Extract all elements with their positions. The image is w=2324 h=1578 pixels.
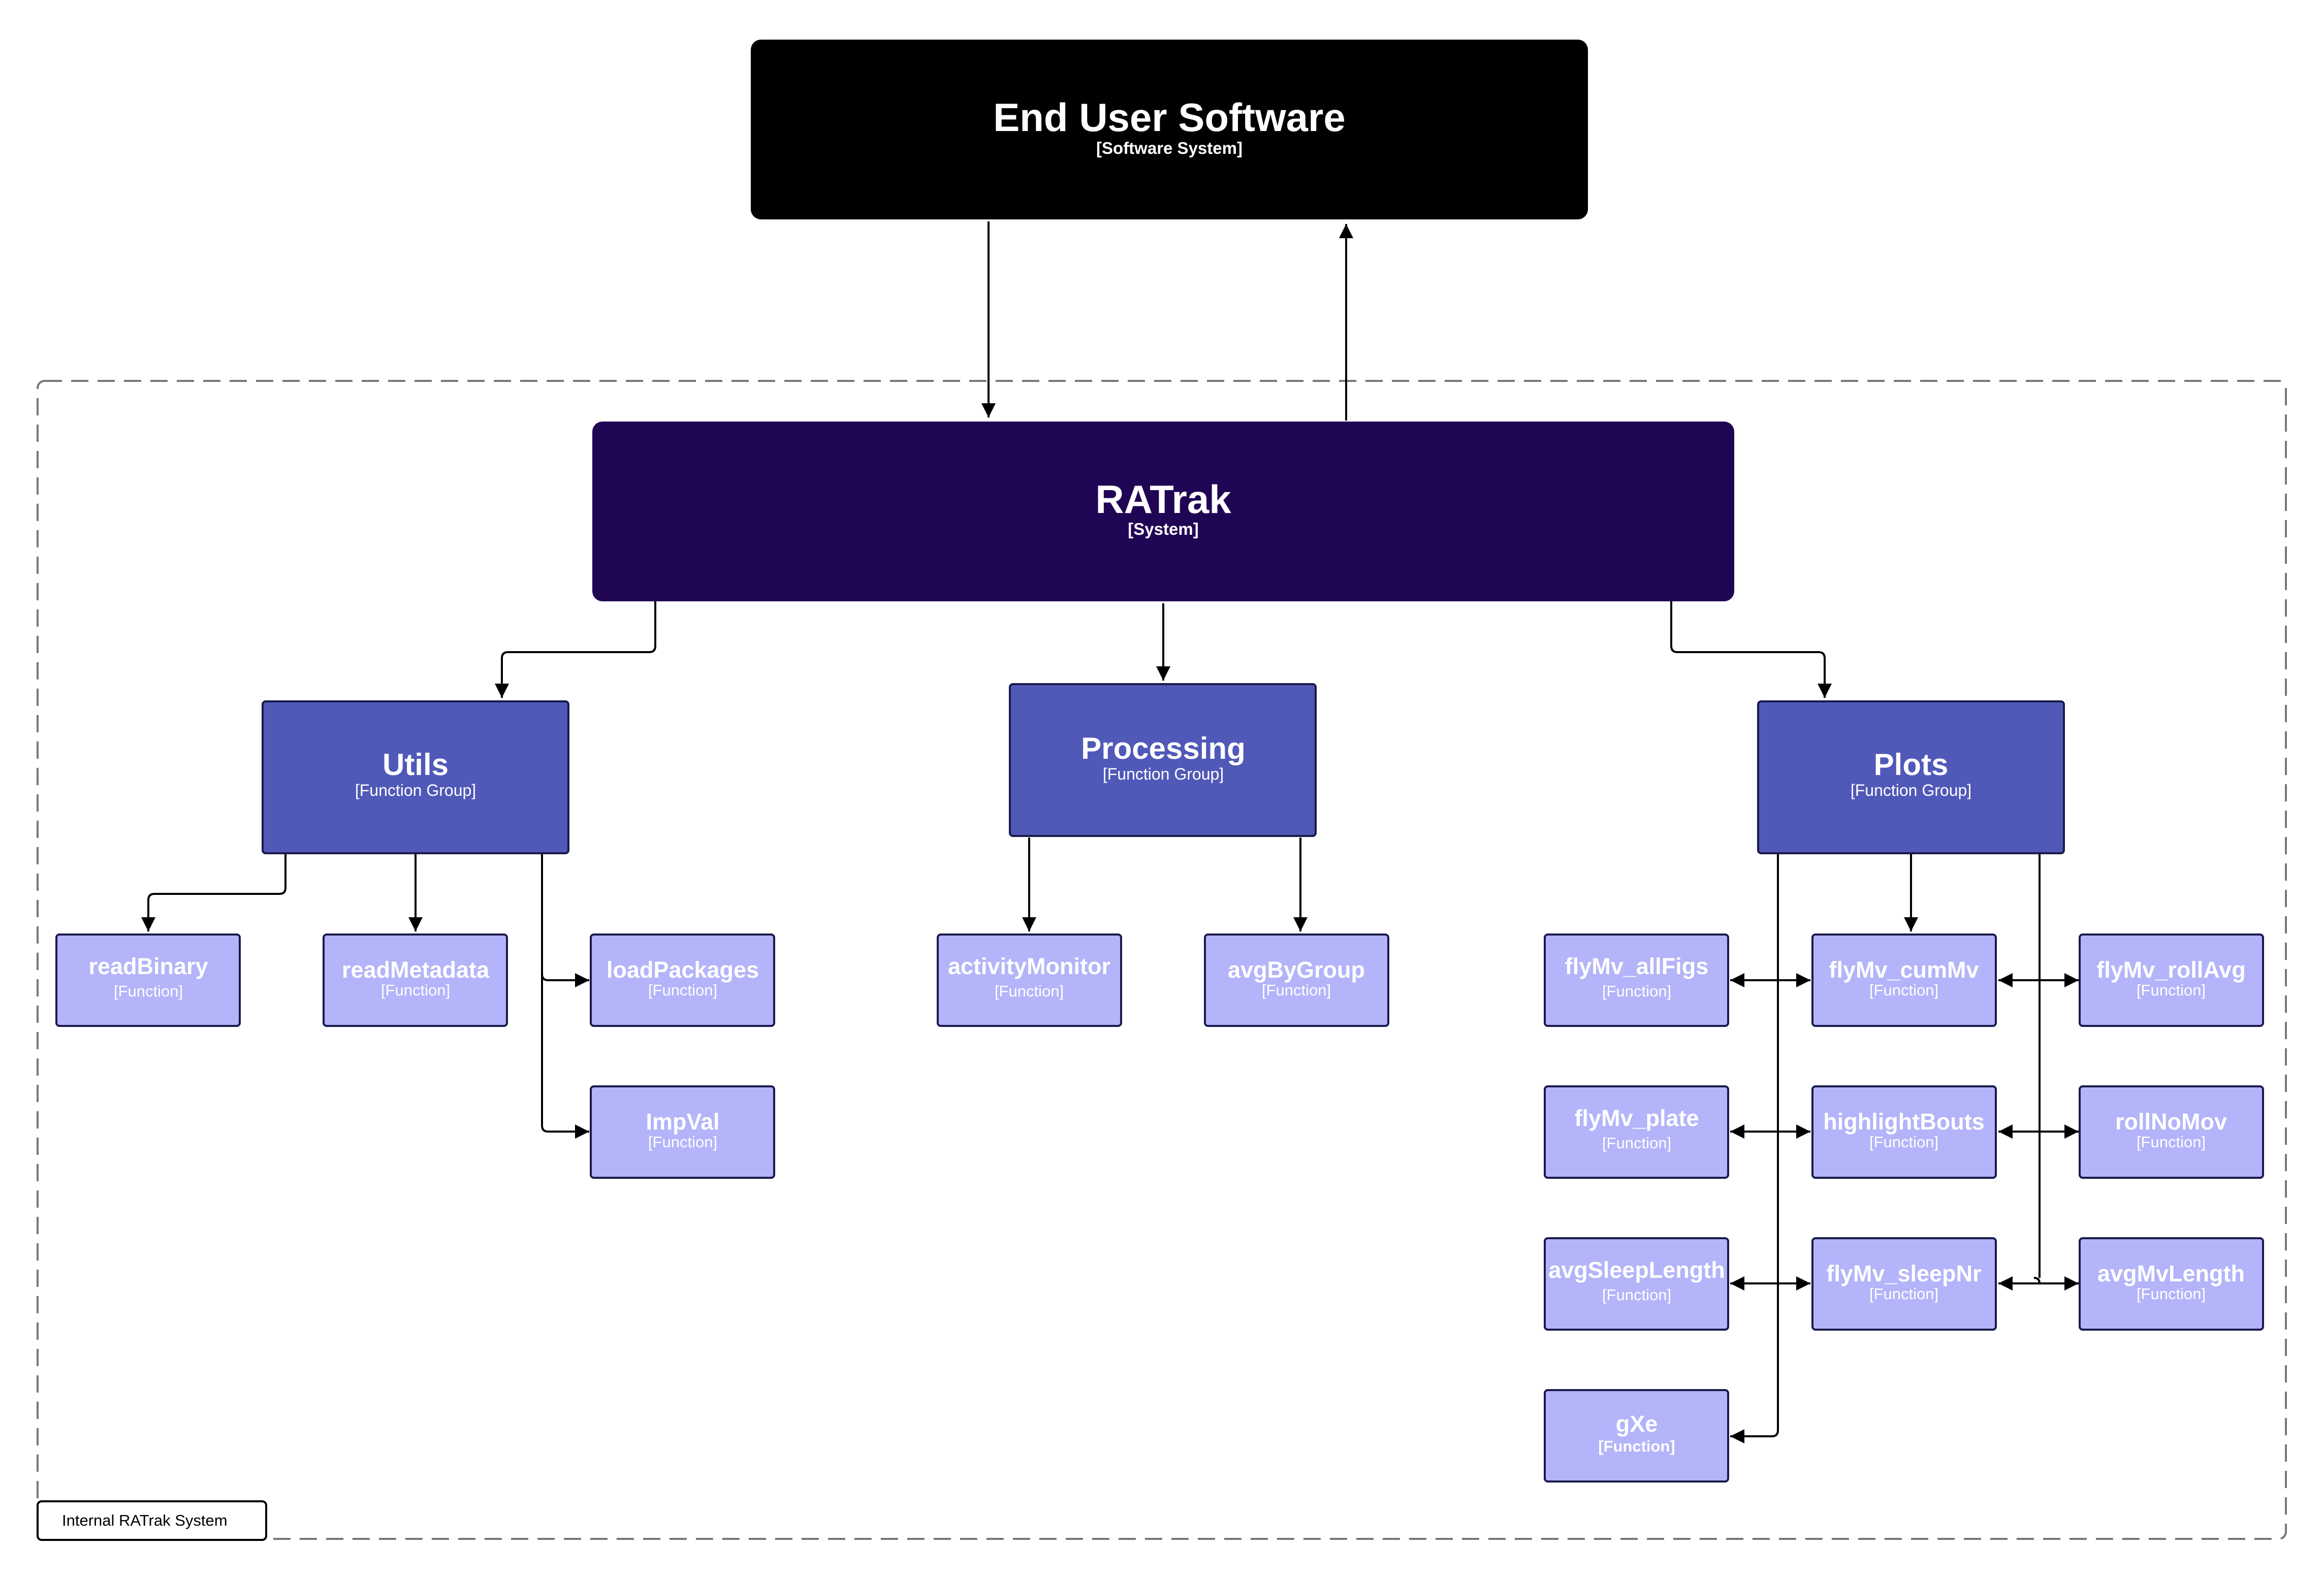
edge-ratrak-to-utils — [495, 601, 656, 698]
node-type: [Function Group] — [1103, 765, 1224, 783]
node-plots[interactable]: Plots [Function Group] — [1757, 700, 2065, 854]
edge-utils-to-loadpackages — [541, 854, 589, 987]
node-highlightbouts[interactable]: highlightBouts [Function] — [1811, 1085, 1997, 1179]
connections — [141, 221, 2079, 1443]
node-flymv-cummv[interactable]: flyMv_cumMv [Function] — [1811, 933, 1997, 1027]
node-type: [Function Group] — [355, 781, 476, 799]
node-type: [Function] — [1602, 982, 1671, 1000]
node-title: loadPackages — [607, 957, 759, 983]
node-type: [System] — [1128, 520, 1198, 538]
node-flymv-sleepnr[interactable]: flyMv_sleepNr [Function] — [1811, 1237, 1997, 1331]
edge-utils-to-readbinary — [141, 854, 286, 931]
node-type: [Function] — [1869, 1285, 1938, 1303]
node-type: [Function] — [1598, 1437, 1675, 1455]
node-flymv-plate[interactable]: flyMv_plate [Function] — [1544, 1085, 1729, 1179]
boundary-label-box — [37, 1500, 267, 1541]
edge-to-gxe — [1730, 1429, 1779, 1443]
node-type: [Function] — [381, 981, 450, 999]
node-title: flyMv_plate — [1574, 1105, 1699, 1131]
node-title: flyMv_allFigs — [1565, 953, 1709, 979]
node-title: flyMv_rollAvg — [2096, 957, 2245, 983]
node-type: [Function Group] — [1851, 781, 1971, 799]
node-type: [Function] — [2137, 981, 2206, 999]
node-title: highlightBouts — [1823, 1109, 1984, 1135]
node-utils[interactable]: Utils [Function Group] — [262, 700, 569, 854]
edge-ratrak-to-plots — [1670, 601, 1832, 698]
node-title: avgMvLength — [2097, 1261, 2245, 1286]
node-title: activityMonitor — [948, 953, 1110, 979]
node-title: readBinary — [88, 953, 208, 979]
node-activitymonitor[interactable]: activityMonitor [Function] — [937, 933, 1122, 1027]
node-title: End User Software — [993, 95, 1346, 140]
node-title: Processing — [1081, 731, 1245, 765]
node-avgsleeplength[interactable]: avgSleepLength [Function] — [1544, 1237, 1729, 1331]
node-title: ImpVal — [646, 1109, 719, 1135]
node-type: [Function] — [1869, 981, 1938, 999]
edge-to-avgmvlength — [2033, 1276, 2079, 1291]
node-title: avgSleepLength — [1548, 1257, 1725, 1283]
node-title: flyMv_sleepNr — [1826, 1261, 1981, 1286]
node-type: [Function] — [1602, 1286, 1671, 1304]
node-flymv-allfigs[interactable]: flyMv_allFigs [Function] — [1544, 933, 1729, 1027]
node-type: [Function] — [1869, 1133, 1938, 1151]
node-title: flyMv_cumMv — [1829, 957, 1979, 983]
node-processing[interactable]: Processing [Function Group] — [1009, 683, 1317, 837]
node-avgbygroup[interactable]: avgByGroup [Function] — [1204, 933, 1389, 1027]
edge-utils-to-impval — [541, 974, 589, 1139]
node-flymv-rollavg[interactable]: flyMv_rollAvg [Function] — [2079, 933, 2264, 1027]
node-type: [Function] — [2137, 1285, 2206, 1303]
node-rollnomov[interactable]: rollNoMov [Function] — [2079, 1085, 2264, 1179]
node-impval[interactable]: ImpVal [Function] — [590, 1085, 775, 1179]
node-type: [Software System] — [1096, 139, 1243, 157]
boundary-label: Internal RATrak System — [62, 1511, 228, 1529]
node-end-user-software[interactable]: End User Software [Software System] — [751, 40, 1588, 219]
node-type: [Function] — [1262, 981, 1331, 999]
node-loadpackages[interactable]: loadPackages [Function] — [590, 933, 775, 1027]
node-title: gXe — [1616, 1411, 1658, 1437]
node-title: rollNoMov — [2115, 1109, 2227, 1135]
node-title: Utils — [383, 748, 449, 782]
node-title: Plots — [1874, 748, 1949, 782]
node-readbinary[interactable]: readBinary [Function] — [55, 933, 241, 1027]
node-type: [Function] — [2137, 1133, 2206, 1151]
node-ratrak[interactable]: RATrak [System] — [592, 422, 1734, 601]
node-gxe[interactable]: gXe [Function] — [1544, 1389, 1729, 1483]
node-type: [Function] — [648, 981, 717, 999]
node-readmetadata[interactable]: readMetadata [Function] — [323, 933, 508, 1027]
node-title: RATrak — [1095, 477, 1231, 522]
node-type: [Function] — [114, 982, 183, 1000]
node-type: [Function] — [995, 982, 1064, 1000]
node-title: readMetadata — [342, 957, 490, 983]
system-boundary — [37, 380, 2287, 1540]
node-title: avgByGroup — [1228, 957, 1365, 983]
node-avgmvlength[interactable]: avgMvLength [Function] — [2079, 1237, 2264, 1331]
node-type: [Function] — [1602, 1134, 1671, 1152]
node-type: [Function] — [648, 1133, 717, 1151]
